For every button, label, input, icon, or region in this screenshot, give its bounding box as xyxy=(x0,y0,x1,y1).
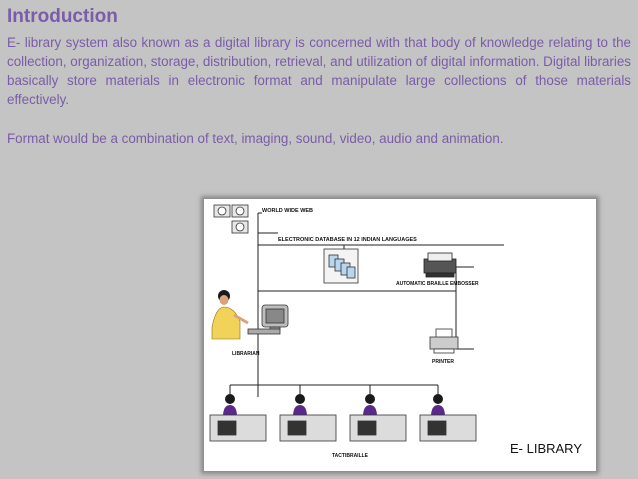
www-label: WORLD WIDE WEB xyxy=(262,208,313,214)
braille-display-icon xyxy=(209,414,477,442)
documents-icon xyxy=(323,248,359,284)
librarian-icon xyxy=(211,290,249,340)
computer-icon xyxy=(247,304,289,335)
e-library-caption: E- LIBRARY xyxy=(510,441,582,456)
database-label: ELECTRONIC DATABASE IN 12 INDIAN LANGUAG… xyxy=(278,237,417,243)
librarian-label: LIBRARIAN xyxy=(232,351,260,357)
user-icon xyxy=(223,394,445,417)
embosser-icon xyxy=(423,252,457,278)
globe-icon xyxy=(213,204,249,234)
slide-title: Introduction xyxy=(7,6,118,27)
embosser-label: AUTOMATIC BRAILLE EMBOSSER xyxy=(396,281,479,287)
e-library-diagram: WORLD WIDE WEB ELECTRONIC DATABASE IN 12… xyxy=(204,199,596,471)
printer-icon xyxy=(429,328,459,354)
intro-paragraph: E- library system also known as a digita… xyxy=(7,35,631,107)
printer-label: PRINTER xyxy=(432,359,454,365)
tactibraille-label: TACTIBRAILLE xyxy=(332,453,369,459)
format-paragraph: Format would be a combination of text, i… xyxy=(7,131,504,146)
